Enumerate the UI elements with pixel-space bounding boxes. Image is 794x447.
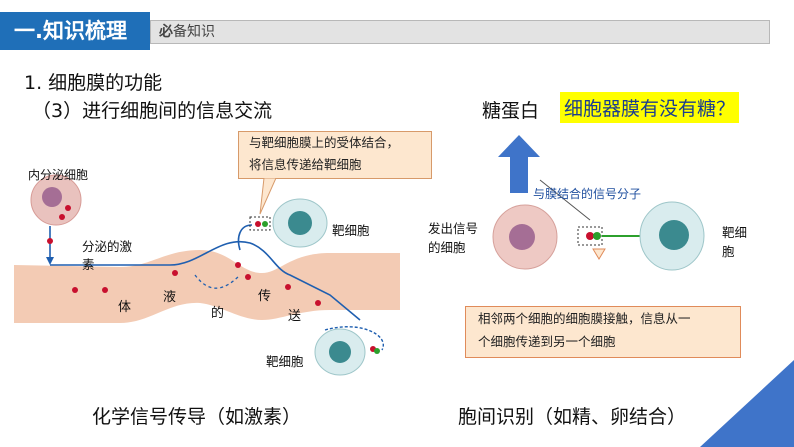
receiving-target-cell — [639, 201, 705, 271]
corner-decoration — [700, 360, 794, 447]
flow-char-4: 传 — [258, 289, 272, 304]
label-target-cell-cont: 胞 — [722, 244, 735, 259]
subheading-cell-communication: （3）进行细胞间的信息交流 — [32, 100, 273, 122]
label-signal-molecule: 与膜结合的信号分子 — [533, 187, 642, 201]
section-tag: 必备知识 — [150, 20, 770, 44]
caption-cell-recognition: 胞间识别（如精、卵结合） — [458, 406, 687, 428]
section-tag-rest: 备知识 — [173, 24, 215, 40]
hormone-signaling-diagram — [14, 174, 400, 376]
cell-contact-diagram — [492, 135, 705, 271]
label-target-cell-bottom: 靶细胞 — [266, 354, 304, 369]
label-endocrine-cell: 内分泌细胞 — [28, 168, 89, 182]
flow-char-3: 的 — [211, 306, 225, 321]
flow-char-1: 体 — [118, 300, 132, 315]
heading-cell-membrane-function: 1. 细胞膜的功能 — [24, 72, 163, 94]
flow-char-2: 液 — [163, 290, 177, 305]
callout2-line-1: 相邻两个细胞的细胞膜接触，信息从一 — [478, 311, 691, 326]
label-sender-cell: 发出信号 — [428, 221, 479, 236]
callout-line-2: 将信息传递给靶细胞 — [249, 157, 362, 172]
hormone-dot — [47, 238, 53, 244]
callout-pointer — [259, 178, 277, 215]
cell-contact-callout: 相邻两个细胞的细胞膜接触，信息从一 个细胞传递到另一个细胞 — [465, 306, 741, 358]
label-target-cell-top: 靶细胞 — [332, 223, 370, 238]
label-secreted-hormone: 分泌的激 — [82, 239, 133, 254]
label-secreted-hormone-cont: 素 — [82, 257, 95, 272]
callout2-line-2: 个细胞传递到另一个细胞 — [478, 334, 616, 349]
up-arrow-icon — [498, 135, 540, 193]
section-title: 一.知识梳理 — [0, 12, 150, 50]
receptor-binding-callout: 与靶细胞膜上的受体结合， 将信息传递给靶细胞 — [238, 131, 432, 179]
sender-cell — [492, 204, 558, 270]
target-cell-bottom — [314, 326, 384, 376]
label-glycoprotein: 糖蛋白 — [482, 100, 540, 122]
target-cell-top — [249, 198, 328, 248]
label-sender-cell-cont: 的细胞 — [428, 240, 466, 255]
blood-vessel — [14, 250, 400, 323]
hormone-flow-path — [50, 240, 361, 321]
question-organelle-membrane: 细胞器膜有没有糖？ — [560, 92, 740, 123]
callout-line-1: 与靶细胞膜上的受体结合， — [249, 135, 400, 150]
section-tag-bold: 必 — [159, 24, 173, 40]
label-target-cell: 靶细 — [722, 225, 748, 240]
flow-char-5: 送 — [288, 309, 302, 324]
endocrine-cell — [30, 174, 82, 226]
caption-chemical-signal: 化学信号传导（如激素） — [92, 406, 302, 428]
